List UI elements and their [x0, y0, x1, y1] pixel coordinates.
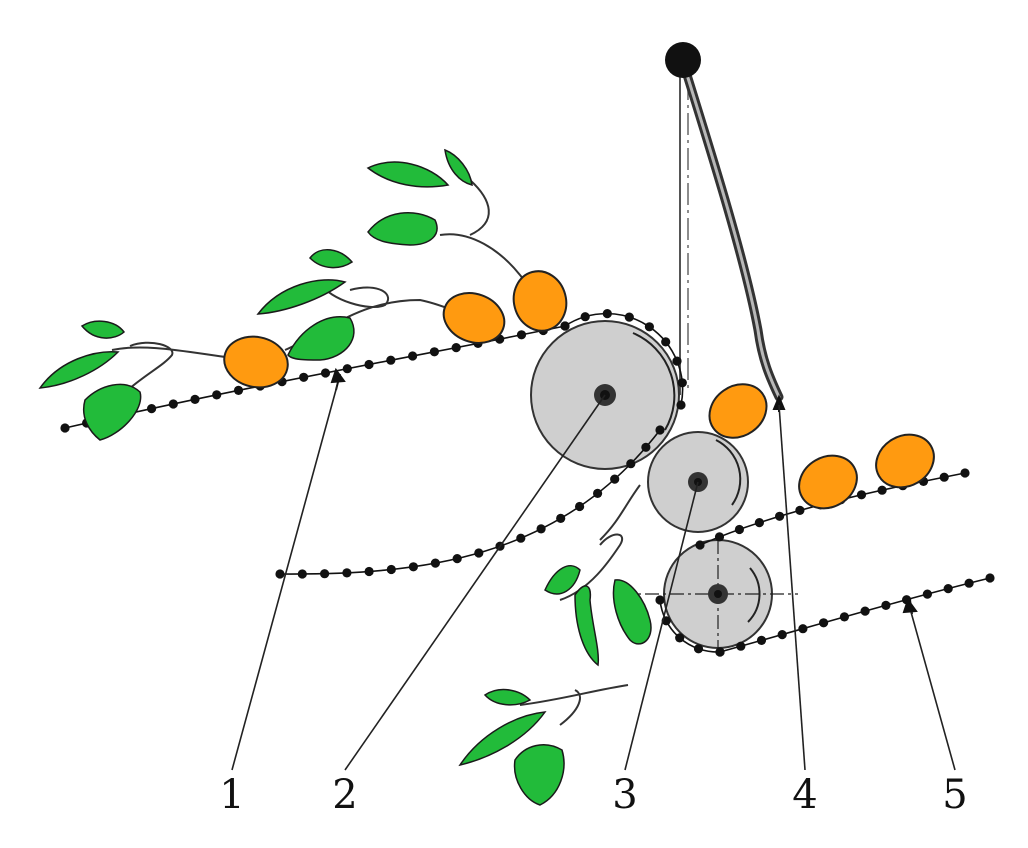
- chain-link: [775, 511, 785, 521]
- chain-link: [677, 378, 687, 388]
- chain-link: [575, 501, 585, 512]
- chains: [60, 309, 995, 657]
- chain-link: [985, 573, 995, 583]
- chain-link: [168, 399, 178, 409]
- chain-link: [556, 513, 566, 524]
- chain-link: [516, 330, 527, 340]
- chain-link: [939, 472, 949, 482]
- chain-link: [408, 562, 418, 572]
- label-3: 3: [612, 772, 637, 818]
- chain-link: [626, 459, 636, 469]
- chain-link: [536, 524, 546, 534]
- chain-link: [839, 612, 850, 622]
- chain-link: [856, 490, 867, 500]
- chain-link: [943, 584, 953, 594]
- pendulum-finger: [665, 42, 784, 402]
- chain-link: [672, 356, 682, 366]
- chain-link: [695, 540, 705, 550]
- label-1: 1: [219, 772, 244, 818]
- chain-link: [661, 337, 671, 347]
- chain-link: [602, 309, 612, 319]
- chain-link: [734, 524, 745, 535]
- chain-link: [922, 589, 933, 599]
- chain-link: [233, 385, 244, 395]
- chain-link: [960, 468, 970, 478]
- chain-link: [474, 548, 484, 558]
- chain-link: [364, 359, 374, 370]
- number-labels: 1 2 3 4 5: [219, 772, 967, 818]
- pivot-point: [665, 42, 701, 78]
- chain-link: [386, 355, 396, 365]
- chain-link: [655, 425, 665, 435]
- leaves: [38, 148, 652, 806]
- chain-link: [655, 595, 665, 605]
- chain-link: [756, 635, 767, 646]
- chain-link: [560, 321, 570, 331]
- chain-link: [342, 568, 352, 578]
- label-5: 5: [942, 772, 967, 818]
- chain-link: [675, 633, 685, 643]
- chain-link: [593, 488, 603, 498]
- chain-link: [364, 566, 374, 577]
- chain-link: [736, 641, 746, 651]
- chain-link: [516, 533, 526, 543]
- chain-link: [777, 630, 787, 640]
- leader-lines: [231, 385, 956, 771]
- chain-link: [147, 404, 157, 414]
- chain-link: [610, 474, 620, 484]
- chain-link: [624, 312, 634, 322]
- chain-link: [429, 347, 439, 357]
- direction-arrows: [330, 367, 918, 615]
- chain-link: [320, 569, 330, 579]
- chain-link: [212, 390, 222, 400]
- chain-lower-right: [719, 577, 991, 653]
- chain-link: [430, 558, 440, 568]
- chain-link: [795, 505, 805, 515]
- chain-link: [754, 518, 765, 528]
- chain-link: [644, 322, 655, 332]
- label-4: 4: [792, 772, 817, 818]
- chain-link: [693, 644, 704, 654]
- chain-link: [342, 364, 352, 374]
- chain-link: [190, 394, 200, 404]
- chain-link: [451, 343, 461, 353]
- chain-link: [299, 372, 309, 382]
- chain-link: [386, 564, 396, 575]
- chain-link: [798, 624, 808, 634]
- chain-upper-left: [64, 325, 566, 429]
- chain-link: [297, 569, 307, 579]
- chain-link: [819, 618, 829, 628]
- chain-link: [452, 554, 462, 564]
- label-2: 2: [332, 772, 357, 818]
- chain-link: [320, 368, 331, 378]
- chain-link: [408, 351, 418, 361]
- vertical-guide: [679, 70, 689, 395]
- chain-link: [715, 647, 725, 657]
- chain-link: [964, 578, 974, 588]
- chain-link: [580, 312, 590, 322]
- chain-link: [641, 442, 651, 452]
- chain-link: [275, 569, 285, 579]
- chain-link: [714, 532, 725, 542]
- chain-link: [881, 600, 891, 611]
- tubers: [223, 270, 935, 510]
- chain-link: [860, 606, 870, 616]
- chain-link: [60, 423, 70, 433]
- chain-link: [877, 485, 887, 495]
- chain-link: [676, 400, 686, 410]
